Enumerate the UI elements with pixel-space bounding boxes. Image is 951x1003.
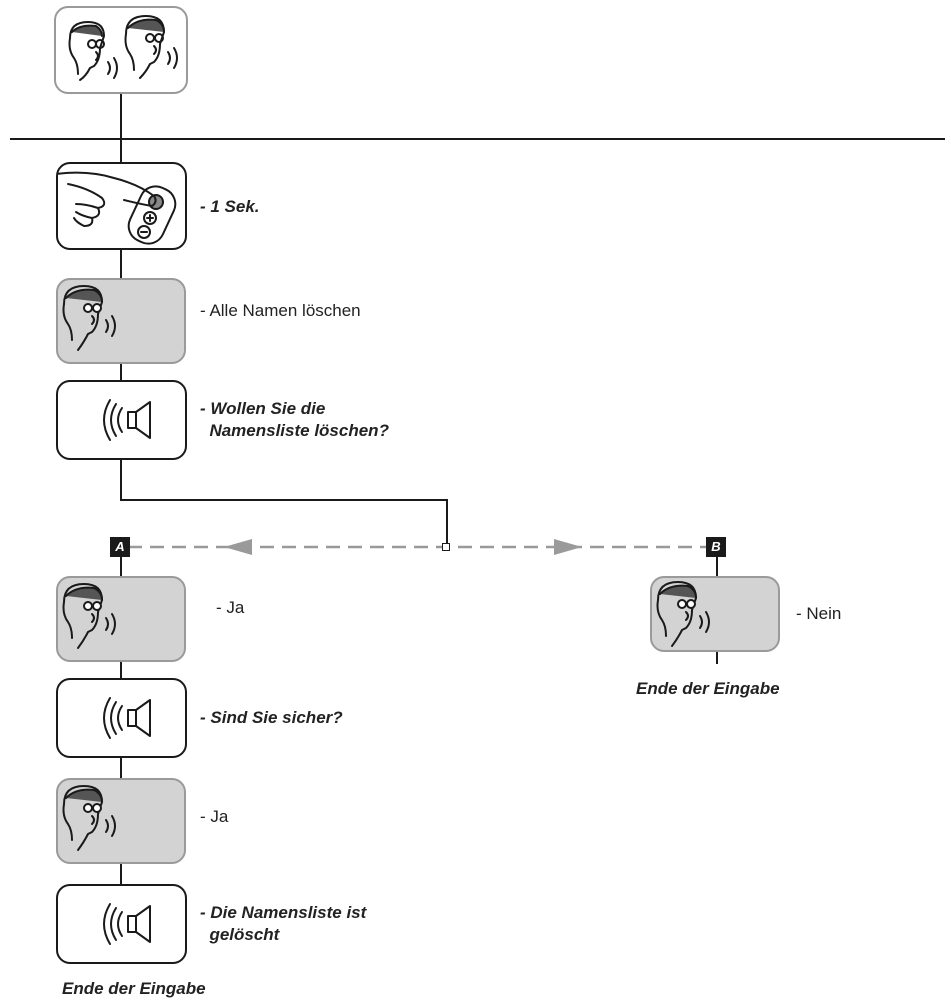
- speaker-box-prompt-3: [56, 884, 187, 964]
- flow-line-main-3: [120, 458, 122, 500]
- branch-node: [442, 543, 450, 551]
- prompt-1-line-1: - Wollen Sie die: [200, 399, 326, 418]
- loudspeaker-icon: [103, 903, 151, 945]
- arrow-right-icon: [554, 539, 582, 555]
- prompt-3-line-1: - Die Namensliste ist: [200, 903, 367, 922]
- say-no-label: - Nein: [796, 604, 842, 623]
- speaking-head-icon: [62, 583, 116, 649]
- prompt-2-label: - Sind Sie sicher?: [200, 708, 343, 727]
- flow-line-main-top: [120, 92, 122, 162]
- end-of-input-a: Ende der Eingabe: [62, 979, 206, 998]
- speaking-head-icon: [656, 581, 710, 647]
- say-yes-1-label: - Ja: [216, 598, 245, 617]
- prompt-1-line-2: Namensliste löschen?: [200, 421, 389, 440]
- flow-line-a-3: [120, 756, 122, 778]
- arrow-left-icon: [224, 539, 252, 555]
- start-box: [54, 6, 188, 94]
- loudspeaker-icon: [103, 399, 151, 441]
- separator-line: [10, 138, 945, 140]
- flow-line-main-2: [120, 362, 122, 382]
- flow-line-b-2: [716, 650, 718, 664]
- flow-line-branch-horizontal: [120, 499, 448, 501]
- flow-line-a-1: [120, 556, 122, 576]
- flow-line-a-2: [120, 660, 122, 680]
- voice-box-yes-1: [56, 576, 186, 662]
- loudspeaker-icon: [103, 697, 151, 739]
- speaker-box-prompt-2: [56, 678, 187, 758]
- prompt-3-line-2: gelöscht: [200, 925, 280, 944]
- speaking-head-icon: [62, 285, 116, 351]
- say-delete-all-label: - Alle Namen löschen: [200, 301, 361, 320]
- branch-tag-a: A: [110, 537, 130, 557]
- speaker-box-prompt-1: [56, 380, 187, 460]
- end-of-input-b: Ende der Eingabe: [636, 679, 780, 698]
- flow-line-b-1: [716, 556, 718, 578]
- voice-box-delete-all: [56, 278, 186, 364]
- finger-pressing-button-icon: [58, 171, 177, 245]
- press-duration-label: - 1 Sek.: [200, 197, 260, 216]
- flow-line-a-4: [120, 862, 122, 884]
- speaking-head-icon: [62, 785, 116, 851]
- voice-box-no: [650, 576, 780, 652]
- flow-line-main-1: [120, 248, 122, 278]
- say-yes-2-label: - Ja: [200, 807, 229, 826]
- press-button-box: [56, 162, 187, 250]
- branch-tag-b: B: [706, 537, 726, 557]
- voice-box-yes-2: [56, 778, 186, 864]
- two-speaking-heads-icon: [68, 15, 178, 81]
- flow-line-branch-down: [446, 499, 448, 545]
